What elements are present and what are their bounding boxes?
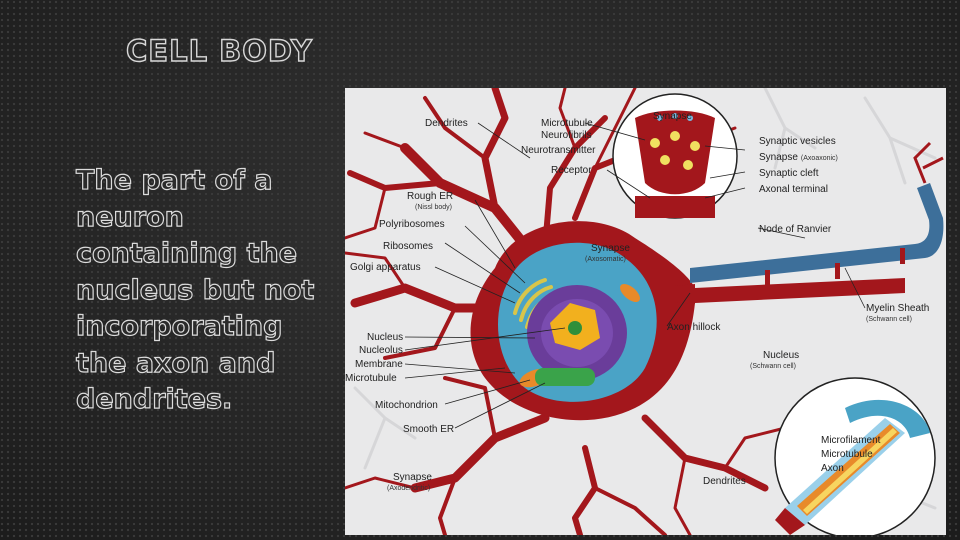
leader-lines <box>404 122 866 429</box>
slide-title: CELL BODY <box>125 33 313 68</box>
label-microtubule: Microtubule <box>345 373 397 384</box>
synapse-inset <box>612 93 738 219</box>
myelin-sheath <box>690 183 944 283</box>
label-rough-er: Rough ER <box>407 191 453 202</box>
label-rough-er-sub: (Nissl body) <box>415 204 452 211</box>
label-myelin-sheath: Myelin Sheath <box>866 303 929 314</box>
label-axon-hillock: Axon hillock <box>667 322 721 333</box>
label-dendrites-bottom: Dendrites <box>703 476 746 487</box>
axonal-terminal-branches <box>913 141 944 184</box>
label-dendrites-top: Dendrites <box>425 118 468 129</box>
label-golgi-apparatus: Golgi apparatus <box>350 262 421 273</box>
label-membrane: Membrane <box>355 359 403 370</box>
dendrite-branches <box>345 88 787 535</box>
label-microtubule-top: Microtubule <box>541 118 593 129</box>
label-smooth-er: Smooth ER <box>403 424 454 435</box>
label-receptor: Receptor <box>551 165 592 176</box>
neuron-diagram: Dendrites Microtubule Neurofibrils Neuro… <box>345 88 946 535</box>
label-polyribosomes: Polyribosomes <box>379 219 445 230</box>
label-nucleus: Nucleus <box>367 332 403 343</box>
nodes-of-ranvier <box>765 248 905 286</box>
label-synapse-top: Synapse <box>653 111 692 122</box>
body-line: dendrites. <box>75 383 233 415</box>
label-neurofibrils: Neurofibrils <box>541 130 592 141</box>
slide-body-text: The part of a neuron containing the nucl… <box>75 163 336 419</box>
label-nucleolus: Nucleolus <box>359 345 403 356</box>
nucleolus-core <box>568 321 582 335</box>
label-nucleus-schwann: Nucleus <box>763 350 799 361</box>
body-line: The part of a <box>75 164 273 196</box>
label-synapse-axosomatic: Synapse <box>591 243 630 254</box>
label-microfilament: Microfilament <box>821 435 881 446</box>
label-node-of-ranvier: Node of Ranvier <box>759 224 832 235</box>
neuron-illustration: Dendrites Microtubule Neurofibrils Neuro… <box>345 88 944 535</box>
body-line: nucleus but not <box>75 274 315 306</box>
label-synaptic-cleft: Synaptic cleft <box>759 168 819 179</box>
label-synapse-axodendritic-sub: (Axodendritic) <box>387 485 430 492</box>
label-neurotransmitter: Neurotransmitter <box>521 145 596 156</box>
label-myelin-sheath-sub: (Schwann cell) <box>866 316 912 323</box>
body-line: the axon and <box>75 347 276 379</box>
body-line: containing the <box>75 237 298 269</box>
label-synaptic-vesicles: Synaptic vesicles <box>759 136 836 147</box>
label-mitochondrion: Mitochondrion <box>375 400 438 411</box>
label-axonal-terminal: Axonal terminal <box>759 184 828 195</box>
label-synapse-axodendritic: Synapse <box>393 472 432 483</box>
label-nucleus-schwann-sub: (Schwann cell) <box>750 363 796 370</box>
label-ribosomes: Ribosomes <box>383 241 433 252</box>
body-line: neuron <box>75 201 184 233</box>
label-synapse-axoaxonic: Synapse(Axoaxonic) <box>759 152 838 163</box>
label-microtubule-inset: Microtubule <box>821 449 873 460</box>
body-line: incorporating <box>75 310 283 342</box>
smooth-er <box>535 368 595 386</box>
label-synapse-axosomatic-sub: (Axosomatic) <box>585 256 626 263</box>
label-axon: Axon <box>821 463 844 474</box>
axon-inset <box>774 377 936 535</box>
axon-hillock <box>675 284 695 304</box>
mitochondrion <box>620 284 640 302</box>
